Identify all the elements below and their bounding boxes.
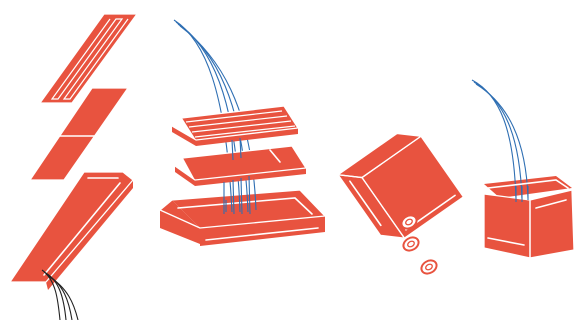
pad-top-layer (172, 106, 298, 146)
coin (419, 258, 439, 276)
layered-pad-assembly (160, 20, 325, 246)
flex-sensor-stack (10, 14, 137, 320)
tilted-box (338, 123, 463, 276)
open-box (472, 80, 574, 258)
sensor-base-housing (10, 172, 133, 290)
pad-base-tray (160, 190, 325, 246)
